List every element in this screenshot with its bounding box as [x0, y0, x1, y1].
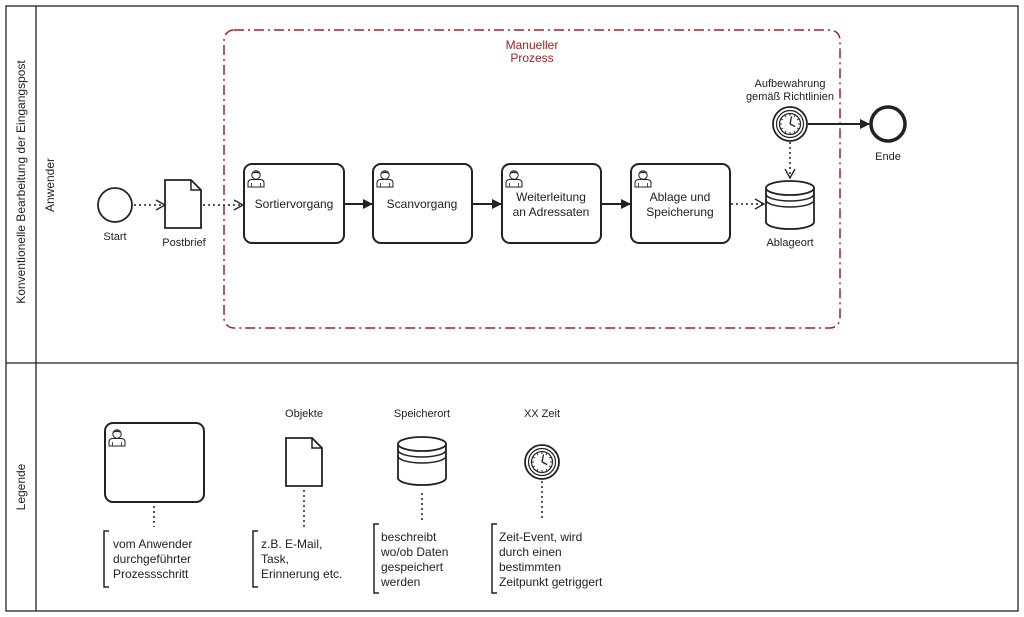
- legend-store-note-3: gespeichert: [381, 560, 444, 574]
- legend-object-note-2: Task,: [261, 552, 289, 566]
- task-store-label-2: Speicherung: [646, 205, 713, 219]
- end-label: Ende: [875, 151, 901, 163]
- group-label-line2: Prozess: [510, 51, 553, 65]
- task-fwd-label-1: Weiterleitung: [516, 190, 586, 204]
- task-fwd-label-2: an Adressaten: [513, 205, 590, 219]
- lane-legend-label: Legende: [14, 463, 28, 510]
- legend-store-note-4: werden: [380, 575, 420, 589]
- legend-objekte-title: Objekte: [285, 408, 323, 420]
- manual-process-group: [223, 29, 841, 329]
- legend-timer-note-2: durch einen: [499, 545, 562, 559]
- legend-store-note-1: beschreibt: [381, 530, 437, 544]
- legend-timer-bracket: [491, 523, 497, 594]
- legend-task-note-2: durchgeführter: [113, 552, 191, 566]
- legend-timer-note-3: bestimmten: [499, 560, 561, 574]
- timer-event-icon[interactable]: [772, 106, 808, 142]
- legend-task-shape: [104, 422, 205, 503]
- legend-document-icon: [285, 437, 323, 487]
- ablageort-label: Ablageort: [766, 237, 813, 249]
- legend-store-note-2: wo/ob Daten: [380, 545, 448, 559]
- legend-object-note-1: z.B. E-Mail,: [261, 537, 322, 551]
- timer-label-line2: gemäß Richtlinien: [746, 91, 834, 103]
- group-label-line1: Manueller: [506, 38, 559, 52]
- task-sort-label: Sortiervorgang: [255, 197, 334, 211]
- legend-store-bracket: [373, 523, 379, 594]
- timer-label-line1: Aufbewahrung: [755, 78, 826, 90]
- legend-task-note-1: vom Anwender: [113, 537, 192, 551]
- legend-task-bracket: [103, 530, 109, 588]
- legend-timer-note-1: Zeit-Event, wird: [499, 530, 582, 544]
- task-store-label-1: Ablage und: [650, 190, 711, 204]
- end-event[interactable]: [869, 105, 907, 143]
- postbrief-document-icon[interactable]: [164, 179, 202, 229]
- legend-object-bracket: [252, 530, 258, 588]
- task-scan-label: Scanvorgang: [387, 197, 458, 211]
- ablageort-datastore-icon[interactable]: [765, 180, 815, 230]
- legend-speicherort-title: Speicherort: [394, 408, 450, 420]
- lane-user-label: Anwender: [43, 158, 57, 212]
- legend-task-note-3: Prozessschritt: [113, 567, 189, 581]
- pool-title: Konventionelle Bearbeitung der Eingangsp…: [14, 60, 28, 304]
- start-event[interactable]: [97, 187, 133, 223]
- legend-object-note-3: Erinnerung etc.: [261, 567, 342, 581]
- task-ablage-speicherung[interactable]: [630, 163, 731, 244]
- pool-frame: [5, 5, 1019, 612]
- legend-clock-icon: [524, 444, 560, 480]
- postbrief-label: Postbrief: [162, 237, 206, 249]
- legend-datastore-icon: [397, 436, 447, 486]
- legend-zeit-title: XX Zeit: [524, 408, 560, 420]
- legend-timer-note-4: Zeitpunkt getriggert: [499, 575, 603, 589]
- start-label: Start: [103, 231, 126, 243]
